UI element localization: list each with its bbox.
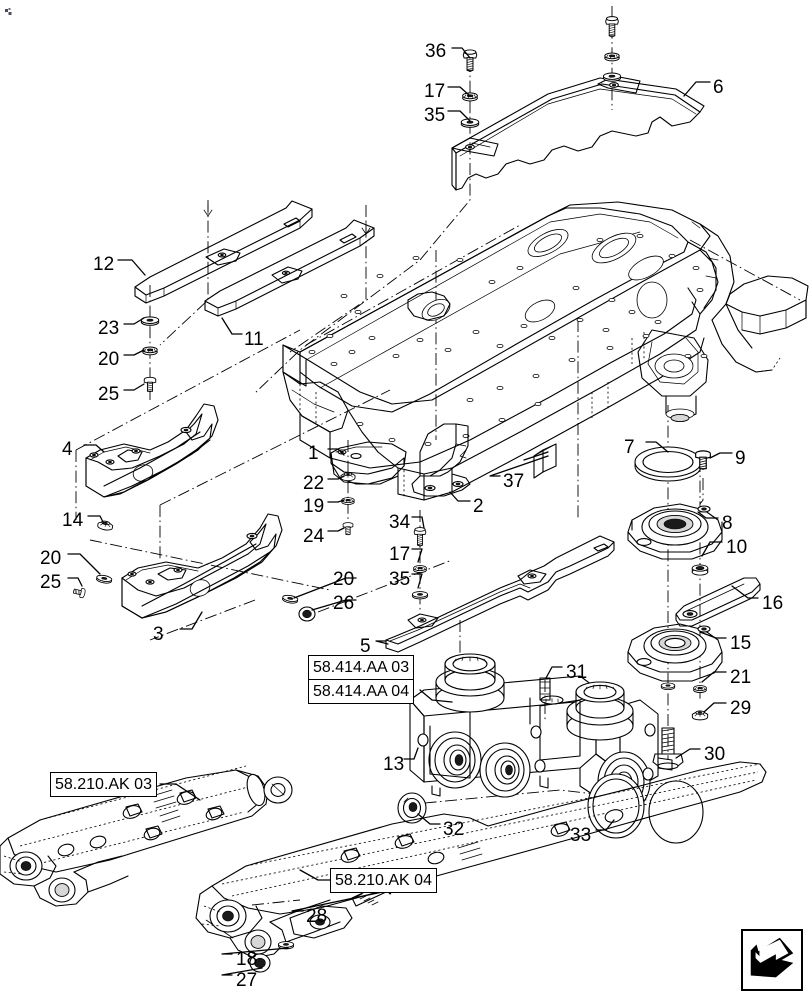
callout-18: 18 <box>236 949 258 970</box>
cyl-fitting <box>394 833 415 849</box>
cyl-fitting <box>57 843 75 857</box>
part-2-bracket <box>411 423 471 497</box>
cyl-fitting <box>205 805 225 821</box>
part-3-bracket <box>121 513 283 619</box>
callout-10: 10 <box>726 537 748 558</box>
callout-17-mid: 17 <box>389 544 411 565</box>
part-33-cover-disc <box>648 780 704 844</box>
callout-35-top: 35 <box>424 105 446 126</box>
callout-24: 24 <box>303 526 325 547</box>
callout-29: 29 <box>730 698 752 719</box>
callout-20-c: 20 <box>333 569 355 590</box>
washer-on-center-30 <box>660 682 676 690</box>
callout-8: 8 <box>722 513 733 534</box>
part-1-plate <box>330 441 407 485</box>
part-30-bolt <box>652 727 684 770</box>
part-33-oring <box>587 773 645 839</box>
cyl-fitting <box>340 847 361 863</box>
callout-37: 37 <box>503 471 525 492</box>
callout-13: 13 <box>383 754 405 775</box>
cyl-fitting <box>427 851 445 865</box>
corner-artifact <box>5 8 12 15</box>
callout-16: 16 <box>762 593 784 614</box>
callout-36: 36 <box>425 41 447 62</box>
callout-15: 15 <box>730 633 752 654</box>
part-37-tag <box>533 443 557 479</box>
callout-17-top: 17 <box>424 81 446 102</box>
cyl-fitting <box>550 821 571 837</box>
callout-4: 4 <box>62 439 73 460</box>
callout-1: 1 <box>308 443 319 464</box>
part-29-nut <box>691 710 709 721</box>
callout-32: 32 <box>443 819 465 840</box>
reference-box-58-210-ak-04[interactable]: 58.210.AK 04 <box>330 868 437 893</box>
callout-27: 27 <box>236 970 258 991</box>
callout-23: 23 <box>98 318 120 339</box>
cylinder-assembly-upper <box>0 765 293 907</box>
callout-25-a: 25 <box>98 384 120 405</box>
callout-7: 7 <box>624 437 635 458</box>
callout-34: 34 <box>389 512 411 533</box>
part-15-bearing-housing <box>627 623 723 682</box>
center-lines <box>75 6 801 941</box>
part-4-bracket <box>85 403 219 498</box>
callout-30: 30 <box>704 744 726 765</box>
part-12-rail <box>134 200 313 304</box>
callout-28: 28 <box>306 906 328 927</box>
part-10-bushing <box>691 564 709 576</box>
cyl-fitting <box>89 835 107 849</box>
main-frame-assembly <box>282 201 809 501</box>
callout-20-b: 20 <box>40 548 62 569</box>
callout-21: 21 <box>730 667 752 688</box>
callout-25-b: 25 <box>40 572 62 593</box>
callout-33: 33 <box>570 825 592 846</box>
fastener-20-26-right <box>281 593 316 622</box>
cyl-fitting <box>604 809 624 823</box>
part-21-lock-washer <box>693 685 707 693</box>
callout-26: 26 <box>333 593 355 614</box>
callout-3: 3 <box>153 624 164 645</box>
reference-box-58-210-ak-03[interactable]: 58.210.AK 03 <box>50 772 157 797</box>
callout-35-mid: 35 <box>389 569 411 590</box>
brand-arrow-mark-icon <box>741 929 803 991</box>
reference-58-210-ak-04-text: 58.210.AK 04 <box>335 872 432 889</box>
cyl-fitting <box>176 789 197 805</box>
callout-19: 19 <box>303 496 325 517</box>
callout-14: 14 <box>62 510 84 531</box>
part-7-seal-ring <box>634 446 702 482</box>
part-5-brace <box>385 535 615 653</box>
callout-6: 6 <box>713 77 724 98</box>
reference-box-58-414-aa[interactable]: 58.414.AA 03 58.414.AA 04 <box>308 655 415 704</box>
cyl-fitting <box>122 803 143 819</box>
callout-2: 2 <box>473 496 484 517</box>
reference-58-414-aa-03[interactable]: 58.414.AA 03 <box>313 659 410 676</box>
part-6-guard-plate <box>451 75 705 191</box>
fastener-14 <box>96 519 114 532</box>
reference-58-210-ak-03-text: 58.210.AK 03 <box>55 776 152 793</box>
callout-20-a: 20 <box>98 349 120 370</box>
callout-11: 11 <box>244 329 264 350</box>
leader-lines <box>67 47 759 976</box>
cyl-fitting <box>143 825 163 841</box>
callout-22: 22 <box>303 473 325 494</box>
part-11-rail <box>204 219 375 317</box>
callout-12: 12 <box>93 254 115 275</box>
part-16-strap <box>675 577 761 627</box>
callout-31: 31 <box>566 662 588 683</box>
part-8-bearing-housing <box>627 503 723 560</box>
callout-5: 5 <box>360 636 371 657</box>
reference-58-414-aa-04[interactable]: 58.414.AA 04 <box>309 679 414 703</box>
callout-9: 9 <box>735 448 746 469</box>
